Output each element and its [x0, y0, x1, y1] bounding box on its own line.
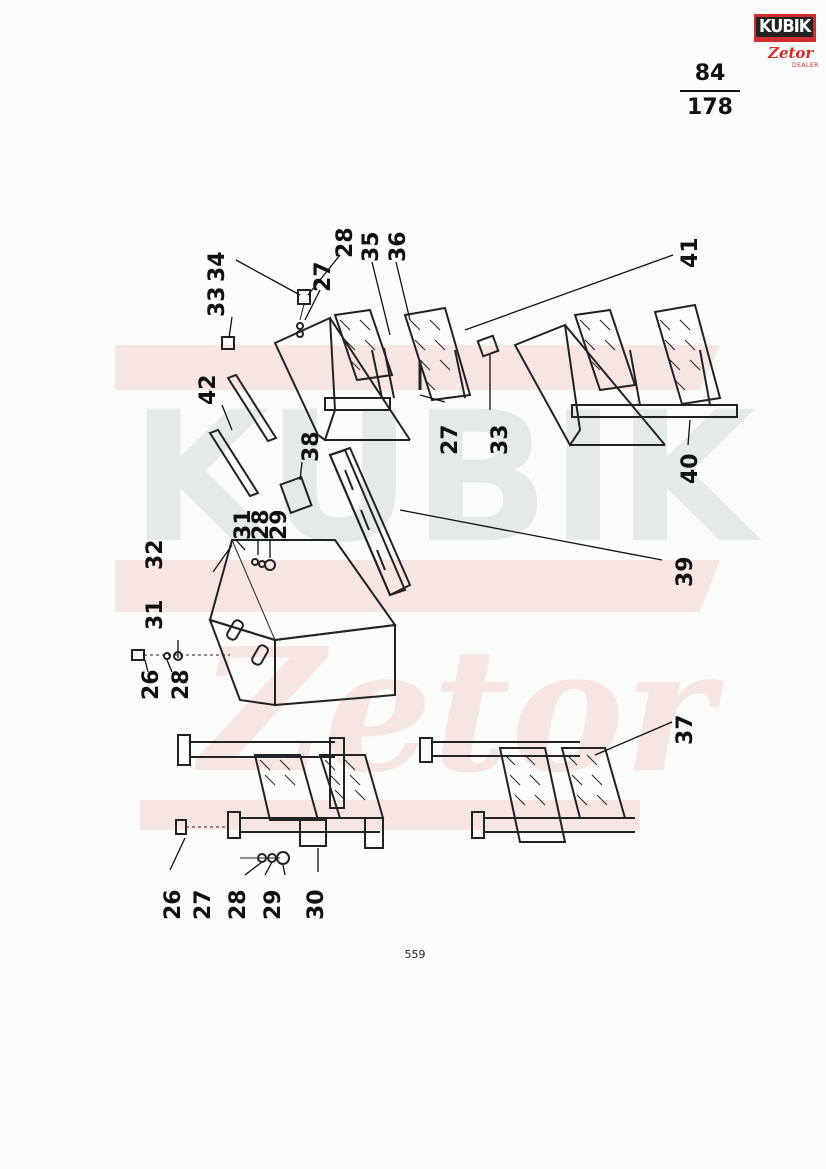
watermark-sub: Zetor	[194, 611, 724, 811]
leader-lines	[144, 254, 691, 876]
callout-27: 27	[311, 261, 336, 292]
watermark: KUBIK Zetor	[115, 345, 762, 830]
logo-brand: KUBIK	[756, 17, 814, 37]
callout-41: 41	[678, 237, 703, 268]
callout-37: 37	[673, 714, 698, 745]
callout-labels: 26 27 28 29 30 26 28 31 32 31 28 29 42 3…	[139, 227, 703, 920]
page-number-divider	[680, 90, 740, 92]
step-assembly-30	[175, 734, 385, 865]
step-assembly-37	[419, 737, 635, 843]
page-number: 84 178	[680, 60, 740, 122]
bar-42b	[226, 373, 278, 443]
logo-sub: Zetor	[768, 44, 814, 62]
footer-page-number: 559	[404, 948, 426, 961]
page-number-top: 84	[694, 61, 726, 86]
callout-33: 33	[205, 286, 230, 317]
battery-box-32	[131, 539, 397, 707]
callout-27: 27	[438, 424, 463, 455]
bar-42a	[208, 428, 260, 498]
callout-31: 31	[143, 599, 168, 630]
page-number-bottom: 178	[687, 95, 733, 120]
callout-28: 28	[333, 227, 358, 258]
clamp-38	[279, 475, 313, 515]
callout-32: 32	[143, 539, 168, 570]
callout-28: 28	[226, 889, 251, 920]
step-assembly-40	[513, 303, 738, 447]
callout-27: 27	[191, 889, 216, 920]
callout-26: 26	[139, 669, 164, 700]
callout-31: 31	[231, 509, 256, 540]
callout-28: 28	[169, 669, 194, 700]
callout-26: 26	[161, 889, 186, 920]
parts-artwork	[131, 289, 738, 865]
callout-30: 30	[304, 889, 329, 920]
callout-33: 33	[488, 424, 513, 455]
logo-tagline: DEALER	[792, 62, 819, 69]
callout-29: 29	[267, 509, 292, 540]
callout-39: 39	[673, 556, 698, 587]
callout-34: 34	[205, 251, 230, 282]
callout-35: 35	[359, 231, 384, 262]
step-assembly-41	[221, 289, 500, 442]
callout-38: 38	[299, 431, 324, 462]
callout-29: 29	[261, 889, 286, 920]
callout-42: 42	[196, 374, 221, 405]
callout-40: 40	[678, 453, 703, 484]
callout-36: 36	[386, 231, 411, 262]
brand-logo: KUBIK Zetor DEALER	[754, 14, 818, 74]
callout-28: 28	[249, 509, 274, 540]
